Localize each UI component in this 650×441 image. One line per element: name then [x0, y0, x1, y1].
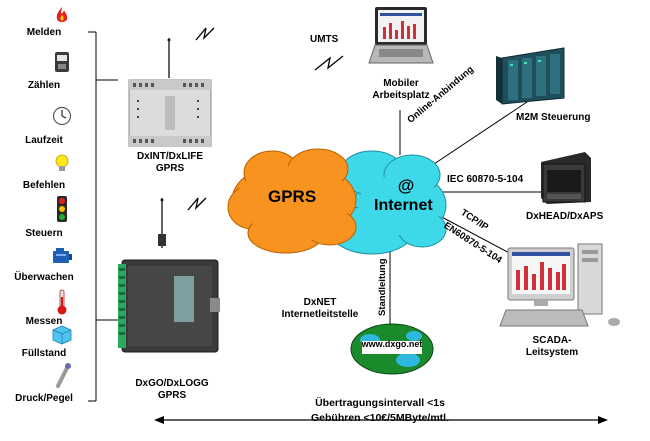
sidebar-item-befehlen: Befehlen — [22, 180, 66, 191]
pressure-sensor-icon — [56, 363, 71, 388]
globe-icon — [350, 323, 434, 375]
gprs-cloud-label: GPRS — [268, 187, 317, 206]
plc-icon — [496, 47, 565, 105]
footer-line1: Übertragungsintervall <1s — [315, 397, 445, 409]
scada-label-line2: Leitsystem — [525, 346, 579, 358]
flame-icon — [56, 7, 68, 22]
dxgo-device — [118, 198, 220, 353]
dxint-label-line1: DxINT/DxLIFE — [136, 151, 204, 162]
scada-label: SCADA- Leitsystem — [512, 335, 592, 358]
radio-signal-icon — [195, 27, 215, 41]
scada-label-line1: SCADA- — [532, 335, 572, 346]
radio-signal-icon — [187, 197, 207, 211]
footer-line2: Gebühren <10€/5MByte/mtl. — [310, 412, 449, 425]
dxint-label: DxINT/DxLIFE GPRS — [125, 151, 215, 174]
dxgo-label: DxGO/DxLOGG GPRS — [117, 378, 227, 401]
dxgo-label-line1: DxGO/DxLOGG — [135, 378, 209, 389]
sidebar-item-messen: Messen — [25, 316, 63, 327]
umts-label: UMTS — [310, 34, 339, 45]
radio-signal-icon — [314, 55, 344, 71]
link-standleitung-label: Standleitung — [377, 258, 388, 316]
dxnet-label: DxNET Internetleitstelle — [270, 297, 370, 320]
server-icon — [541, 152, 591, 204]
laptop-label: Mobiler Arbeitsplatz — [356, 78, 446, 101]
thermometer-icon — [57, 289, 67, 315]
dxint-device — [128, 38, 212, 147]
clock-icon — [52, 106, 72, 126]
dxnet-label-line1: DxNET — [303, 297, 337, 308]
sidebar-item-fuellstand: Füllstand — [21, 348, 67, 359]
sidebar-item-steuern: Steuern — [25, 228, 63, 239]
tank-icon — [52, 325, 72, 345]
sidebar-item-melden: Melden — [26, 27, 62, 38]
network-clouds — [227, 148, 447, 255]
meter-icon — [55, 52, 69, 72]
link-iec-label: IEC 60870-5-104 — [447, 174, 524, 185]
lightbulb-icon — [55, 154, 69, 171]
globe-url: www.dxgo.net — [361, 339, 423, 349]
dxgo-label-line2: GPRS — [157, 389, 187, 401]
workstation-icon — [499, 243, 620, 327]
footer-note: Übertragungsintervall <1s Gebühren <10€/… — [270, 397, 490, 424]
traffic-light-icon — [57, 196, 67, 222]
sidebar-item-laufzeit: Laufzeit — [25, 135, 63, 146]
laptop-label-line1: Mobiler — [383, 78, 419, 89]
laptop-label-line2: Arbeitsplatz — [372, 89, 430, 101]
internet-cloud-label: Internet — [374, 197, 433, 214]
engine-icon — [53, 248, 72, 263]
at-symbol: @ — [397, 176, 415, 195]
laptop-icon — [368, 7, 434, 64]
dxhead-label: DxHEAD/DxAPS — [526, 211, 604, 222]
dxnet-label-line2: Internetleitstelle — [281, 308, 359, 320]
sidebar-item-ueberwachen: Überwachen — [14, 272, 74, 283]
sidebar-item-druck-pegel: Druck/Pegel — [15, 393, 73, 404]
m2m-label: M2M Steuerung — [516, 112, 591, 123]
dxint-label-line2: GPRS — [155, 162, 185, 174]
sidebar-item-zaehlen: Zählen — [27, 80, 61, 91]
